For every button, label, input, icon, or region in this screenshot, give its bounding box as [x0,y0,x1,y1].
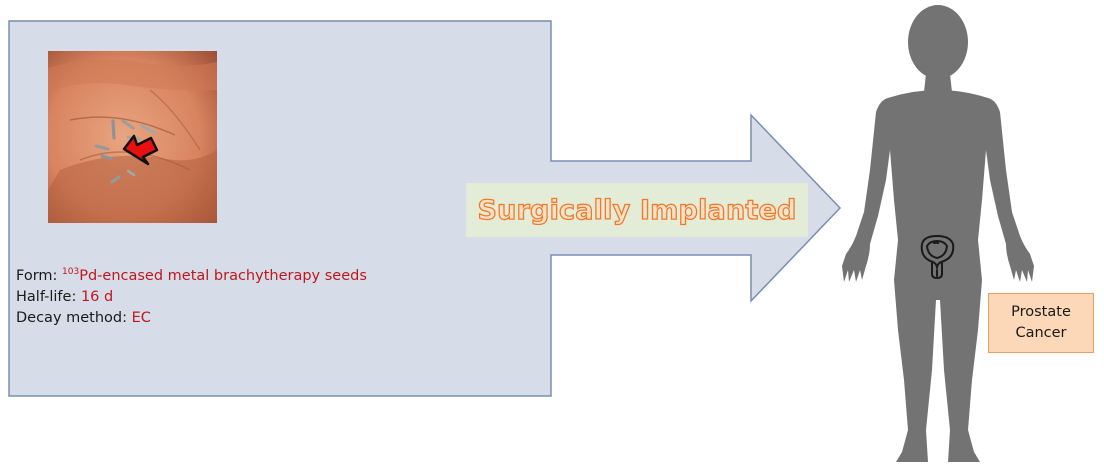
decay-row: Decay method: EC [16,308,367,329]
form-mass-number: 103 [62,267,79,277]
form-label: Form: [16,268,57,284]
human-silhouette [842,5,1034,462]
decay-value: EC [132,310,151,326]
isotope-info: Form: 103Pd-encased metal brachytherapy … [16,262,367,329]
decay-label: Decay method: [16,310,127,326]
banner-label: Surgically Implanted [477,195,796,226]
halflife-value: 16 d [81,289,113,305]
cancer-box-line1: Prostate [1011,302,1071,323]
form-value: 103Pd-encased metal brachytherapy seeds [62,268,367,284]
prostate-cancer-box: Prostate Cancer [988,293,1094,353]
surgically-implanted-banner: Surgically Implanted [466,183,808,237]
form-value-text: Pd-encased metal brachytherapy seeds [79,268,367,284]
cancer-box-line2: Cancer [1015,323,1066,344]
form-row: Form: 103Pd-encased metal brachytherapy … [16,262,367,287]
halflife-label: Half-life: [16,289,76,305]
halflife-row: Half-life: 16 d [16,287,367,308]
